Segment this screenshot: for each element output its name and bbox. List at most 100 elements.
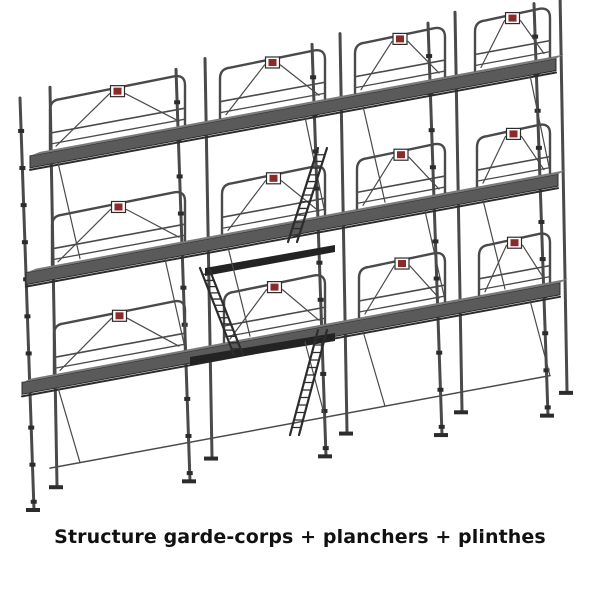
- base-jack: [434, 433, 448, 438]
- diagonal-brace: [57, 162, 81, 260]
- mid-rail: [474, 39, 551, 56]
- coupler: [177, 211, 184, 216]
- coupler: [432, 239, 439, 244]
- knee-rail: [354, 70, 446, 89]
- diagonal-brace: [362, 330, 386, 407]
- upright-rear: [338, 32, 349, 434]
- knee-rail: [223, 317, 326, 338]
- diagonal-brace: [529, 299, 551, 377]
- rail-brace: [280, 180, 320, 212]
- coupler: [25, 351, 32, 356]
- mid-rail: [219, 81, 326, 103]
- rail-brace: [409, 265, 440, 299]
- rail-brace: [225, 64, 266, 116]
- coupler: [176, 174, 183, 179]
- rail-brace: [407, 40, 440, 74]
- toe-board: [29, 71, 557, 171]
- diagonal-brace: [424, 210, 446, 301]
- mid-rail: [356, 175, 446, 194]
- base-jack: [204, 456, 218, 461]
- coupler: [180, 285, 187, 290]
- coupler: [322, 446, 329, 451]
- trapdoor-hatch: [205, 245, 335, 276]
- mid-rail: [223, 306, 326, 327]
- coupler: [28, 425, 35, 430]
- rail-brace: [362, 156, 394, 206]
- coupler: [543, 368, 550, 373]
- deck-top-face: [22, 278, 568, 383]
- coupler: [185, 434, 192, 439]
- coupler: [532, 34, 539, 39]
- coupler: [186, 471, 193, 476]
- product-caption: Structure garde-corps + planchers + plin…: [54, 526, 546, 548]
- coupler: [317, 297, 324, 302]
- coupler: [321, 409, 328, 414]
- mid-rail: [478, 264, 551, 280]
- trapdoor-hatch: [190, 333, 335, 365]
- diagonal-brace: [304, 116, 326, 214]
- coupler: [538, 220, 545, 225]
- knee-rail: [221, 208, 326, 229]
- id-plate-mark: [509, 130, 518, 138]
- rail-brace: [281, 289, 320, 321]
- upright-rear: [558, 0, 569, 393]
- coupler: [429, 165, 436, 170]
- rail-brace: [480, 19, 506, 69]
- rail-brace: [227, 180, 267, 231]
- knee-rail: [219, 92, 326, 114]
- rail-brace: [125, 208, 180, 238]
- coupler: [428, 128, 435, 133]
- coupler: [184, 396, 191, 401]
- deck-top-face: [30, 54, 564, 156]
- coupler: [310, 75, 317, 80]
- rail-brace: [279, 64, 320, 96]
- knee-rail: [51, 234, 186, 261]
- knee-rail: [478, 275, 551, 291]
- knee-rail: [356, 186, 446, 205]
- rail-brace: [59, 317, 113, 372]
- rail-brace: [57, 208, 112, 263]
- knee-rail: [53, 343, 186, 370]
- guardrails: [48, 7, 552, 375]
- rail-brace: [519, 19, 545, 55]
- rail-brace: [520, 135, 545, 171]
- rail-brace: [521, 244, 545, 280]
- diagonal-braces: [49, 74, 551, 469]
- diagonal-brace: [482, 199, 506, 290]
- coupler: [20, 203, 27, 208]
- coupler: [313, 186, 320, 191]
- id-plate-mark: [115, 312, 124, 320]
- id-plate-mark: [269, 174, 278, 182]
- diagonal-brace: [362, 105, 386, 203]
- coupler: [542, 331, 549, 336]
- coupler: [316, 260, 323, 265]
- rail-brace: [408, 156, 440, 190]
- knee-rail: [476, 166, 551, 182]
- id-plate-mark: [114, 203, 123, 211]
- decks: [21, 54, 568, 398]
- coupler: [437, 387, 444, 392]
- ladders: [198, 146, 329, 437]
- rail-brace: [364, 265, 395, 315]
- knee-rail: [358, 295, 446, 313]
- coupler: [174, 100, 181, 105]
- coupler: [30, 499, 37, 504]
- rail-brace: [482, 135, 507, 184]
- coupler: [19, 166, 26, 171]
- coupler: [539, 257, 546, 262]
- id-plate-mark: [510, 239, 519, 247]
- coupler: [320, 371, 327, 376]
- rail-brace: [126, 317, 180, 347]
- coupler: [438, 424, 445, 429]
- id-plate-mark: [398, 260, 406, 268]
- base-jack: [318, 454, 332, 459]
- id-plate-mark: [397, 151, 405, 159]
- base-jack: [182, 479, 196, 484]
- coupler: [312, 149, 319, 154]
- coupler: [436, 350, 443, 355]
- base-jack: [559, 390, 573, 395]
- coupler: [18, 128, 25, 133]
- coupler: [29, 462, 36, 467]
- id-plate-mark: [508, 14, 517, 22]
